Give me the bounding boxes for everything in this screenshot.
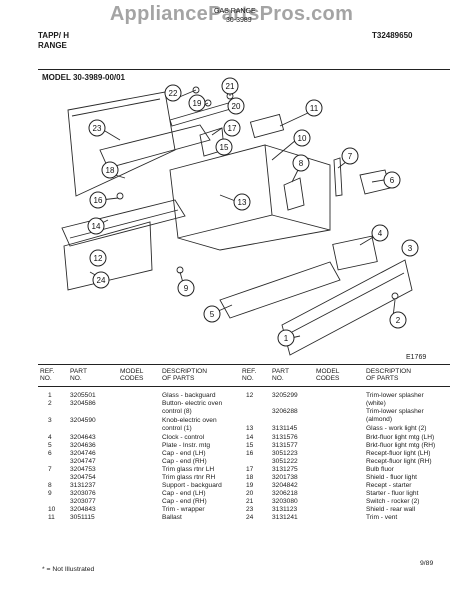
callout-1: 1 <box>277 329 295 347</box>
svg-text:16: 16 <box>94 196 103 205</box>
callout-12: 12 <box>89 249 107 267</box>
not-illustrated-note: * = Not Illustrated <box>42 566 95 573</box>
svg-text:9: 9 <box>184 284 189 293</box>
svg-text:22: 22 <box>169 89 178 98</box>
svg-text:5: 5 <box>210 310 215 319</box>
callout-13: 13 <box>233 193 251 211</box>
svg-text:4: 4 <box>378 229 383 238</box>
header-part-right: PART NO. <box>272 368 289 383</box>
figure-id: E1769 <box>406 354 427 361</box>
callout-8: 8 <box>292 154 310 172</box>
fluor-light-shield <box>99 124 211 169</box>
svg-text:7: 7 <box>348 152 353 161</box>
backguard-glass <box>281 259 413 356</box>
callout-2: 2 <box>389 311 407 329</box>
callout-23: 23 <box>88 119 106 137</box>
model-label: MODEL 30-3989-00/01 <box>42 73 126 82</box>
svg-text:1: 1 <box>284 334 289 343</box>
svg-text:19: 19 <box>193 99 202 108</box>
svg-text:8: 8 <box>299 159 304 168</box>
brand-line-1: TAPP/ H <box>38 31 69 40</box>
svg-text:2: 2 <box>396 316 401 325</box>
callout-11: 11 <box>305 99 323 117</box>
callout-7: 7 <box>341 147 359 165</box>
callout-21: 21 <box>221 77 239 95</box>
svg-text:10: 10 <box>298 134 307 143</box>
instrument-plate <box>219 261 341 319</box>
brand-line-2: RANGE <box>38 41 67 50</box>
svg-text:12: 12 <box>94 254 103 263</box>
callout-5: 5 <box>203 305 221 323</box>
vent-trim <box>61 199 186 247</box>
callout-22: 22 <box>164 84 182 102</box>
doc-date: 9/89 <box>420 560 434 567</box>
callout-9: 9 <box>177 279 195 297</box>
svg-text:24: 24 <box>97 276 106 285</box>
table-top-rule <box>38 364 450 365</box>
svg-text:15: 15 <box>220 143 229 152</box>
watermark-text: AppliancePartsPros.com <box>109 3 354 25</box>
header-model-right: MODEL CODES <box>316 368 340 383</box>
callout-6: 6 <box>383 171 401 189</box>
exploded-parts-diagram: 1 2 3 4 5 6 7 8 9 10 11 12 13 14 15 16 1… <box>61 77 419 356</box>
callout-20: 20 <box>227 97 245 115</box>
svg-text:13: 13 <box>238 198 247 207</box>
svg-text:23: 23 <box>93 124 102 133</box>
header-ref-right: REF. NO. <box>242 368 257 383</box>
header-ref-left: REF. NO. <box>40 368 55 383</box>
callout-15: 15 <box>215 138 233 156</box>
callout-14: 14 <box>87 217 105 235</box>
callout-24: 24 <box>92 271 110 289</box>
svg-text:14: 14 <box>92 222 101 231</box>
svg-text:21: 21 <box>226 82 235 91</box>
ballast <box>249 113 285 139</box>
svg-text:6: 6 <box>390 176 395 185</box>
svg-text:11: 11 <box>310 104 319 113</box>
svg-text:18: 18 <box>106 166 115 175</box>
doc-code: T32489650 <box>372 31 413 40</box>
wrapper-trim <box>169 144 273 239</box>
header-part-left: PART NO. <box>70 368 87 383</box>
callout-17: 17 <box>223 119 241 137</box>
svg-text:20: 20 <box>232 102 241 111</box>
doc-title: GAS RANGE <box>214 8 256 15</box>
svg-text:17: 17 <box>228 124 237 133</box>
header-desc-left: DESCRIPTION OF PARTS <box>162 368 208 383</box>
lower-splasher <box>63 221 153 291</box>
callout-4: 4 <box>371 224 389 242</box>
doc-model-number: 30-3989 <box>226 17 252 24</box>
callout-10: 10 <box>293 129 311 147</box>
header-desc-right: DESCRIPTION OF PARTS <box>366 368 412 383</box>
callout-16: 16 <box>89 191 107 209</box>
table-header-rule <box>38 386 450 387</box>
callout-19: 19 <box>188 94 206 112</box>
header-rule <box>38 69 450 70</box>
callout-3: 3 <box>401 239 419 257</box>
rear-wall-shield <box>67 91 176 197</box>
svg-text:3: 3 <box>408 244 413 253</box>
header-model-left: MODEL CODES <box>120 368 144 383</box>
callout-18: 18 <box>101 161 119 179</box>
